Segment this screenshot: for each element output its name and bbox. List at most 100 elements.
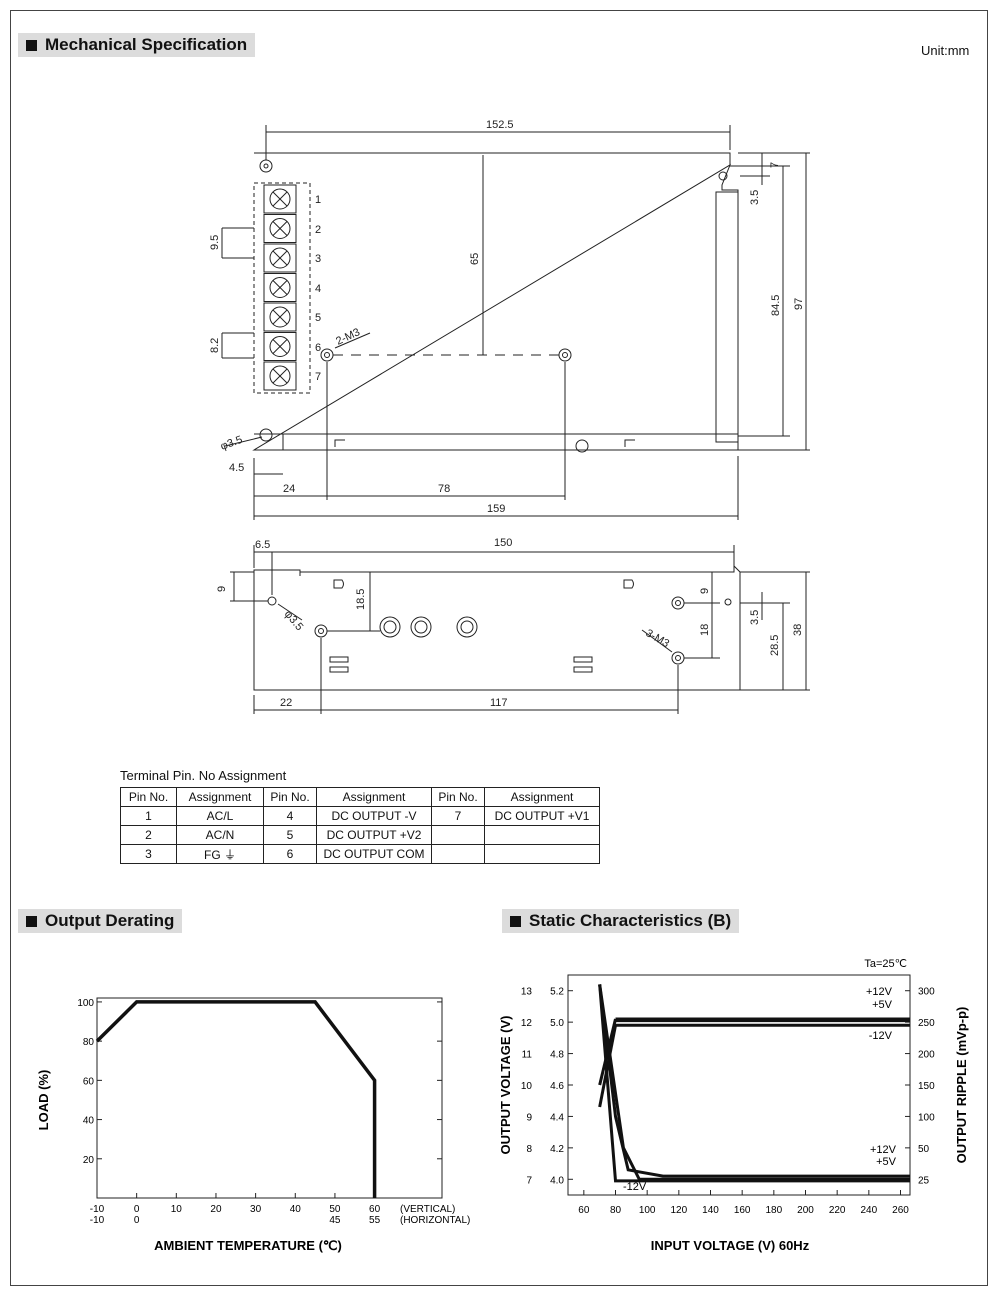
dim-3-5: 3.5 <box>749 190 761 205</box>
y-left-inner-label: 4.2 <box>550 1144 564 1155</box>
y-left-outer-label: 8 <box>526 1144 532 1155</box>
x-tick-label-vertical: -10 <box>90 1204 105 1215</box>
y-tick-label: 60 <box>83 1076 95 1087</box>
y-left-outer-label: 13 <box>521 987 533 998</box>
x-tick-label: 140 <box>702 1205 719 1216</box>
dim-side-3-5: 3.5 <box>749 610 761 625</box>
y-left-outer-label: 9 <box>526 1112 532 1123</box>
table-cell: 5 <box>263 825 317 845</box>
series-label: -12V <box>623 1181 647 1193</box>
terminal-screw-icon <box>269 277 291 298</box>
x-axis-label: AMBIENT TEMPERATURE (℃) <box>154 1238 342 1253</box>
pin-assignment-table: Pin No. Assignment Pin No. Assignment Pi… <box>120 787 600 864</box>
table-header: Assignment <box>316 787 432 807</box>
y-right-label: 150 <box>918 1081 935 1092</box>
dim-side-phi-3-5: φ3.5 <box>282 608 306 633</box>
table-cell: AC/N <box>176 825 264 845</box>
table-header: Pin No. <box>120 787 177 807</box>
screw-slot <box>272 221 288 236</box>
terminal-screw-icon <box>269 336 291 357</box>
table-row: 2 AC/N 5 DC OUTPUT +V2 <box>120 825 600 845</box>
static-curve <box>598 984 910 1183</box>
y-left-outer-label: 10 <box>521 1081 533 1092</box>
table-header: Assignment <box>484 787 600 807</box>
dim-65: 65 <box>469 253 481 265</box>
dim-9-5: 9.5 <box>209 235 221 250</box>
dim-18: 18 <box>699 624 711 636</box>
unit-label: Unit:mm <box>921 43 970 58</box>
plot-frame <box>96 997 443 1199</box>
dim-24: 24 <box>283 483 295 495</box>
dim-22: 22 <box>280 697 292 709</box>
terminal-screw-icon <box>269 306 291 328</box>
screw-slot <box>272 250 288 266</box>
dim-7: 7 <box>769 162 781 168</box>
dim-159: 159 <box>487 503 505 515</box>
y-left-inner-label: 4.4 <box>550 1112 564 1123</box>
y-right-label: 100 <box>918 1112 935 1123</box>
x-tick-label: 220 <box>829 1205 846 1216</box>
x-tick-label-vertical: 40 <box>290 1204 302 1215</box>
terminal-cell <box>263 302 297 332</box>
screw-slot <box>272 368 288 384</box>
y-axis-label: LOAD (%) <box>36 1070 51 1131</box>
x-tick-label-vertical: 60 <box>369 1204 381 1215</box>
dim-97: 97 <box>793 298 805 310</box>
top-view-drawing: 152.5 65 9.5 8.2 2-M3 3.5 7 84.5 97 4.5 … <box>209 119 810 714</box>
page-frame <box>10 10 988 1286</box>
y-left-inner-label: 5.0 <box>550 1018 564 1029</box>
dim-phi-3-5: φ3.5 <box>219 434 244 453</box>
terminal-cell <box>263 243 297 273</box>
label-3-m3: 3-M3 <box>644 627 672 650</box>
dim-150: 150 <box>494 537 512 549</box>
y-left-inner-label: 5.2 <box>550 987 564 998</box>
x-tick-label-horizontal: 55 <box>369 1215 381 1226</box>
pin-1-label: 1 <box>315 194 321 206</box>
plot-frame <box>567 974 911 1196</box>
terminal-screw-icon <box>269 188 291 210</box>
static-title: Static Characteristics (B) <box>529 911 732 930</box>
y-tick-label: 80 <box>83 1037 95 1048</box>
table-cell: DC OUTPUT +V2 <box>316 825 432 845</box>
dim-152-5: 152.5 <box>486 119 514 131</box>
screw-slot <box>272 191 288 207</box>
x-tick-label-vertical: 50 <box>329 1204 341 1215</box>
x-tick-label-horizontal: 45 <box>329 1215 341 1226</box>
table-cell: 4 <box>263 806 317 826</box>
mechanical-spec-header: Mechanical Specification <box>18 33 256 57</box>
x-tick-label: 180 <box>765 1205 782 1216</box>
y-axis-label-left: OUTPUT VOLTAGE (V) <box>498 1016 513 1155</box>
y-left-inner-label: 4.8 <box>550 1050 564 1061</box>
terminal-screw-icon <box>269 247 291 269</box>
pin-3-label: 3 <box>315 253 321 265</box>
table-header-row: Pin No. Assignment Pin No. Assignment Pi… <box>120 787 600 807</box>
pin-7-label: 7 <box>315 371 321 383</box>
header-square-icon <box>510 915 521 927</box>
y-left-outer-label: 11 <box>522 1050 533 1061</box>
y-right-label: 200 <box>918 1050 935 1061</box>
header-square-icon <box>26 39 37 51</box>
dim-28-5: 28.5 <box>769 635 781 656</box>
table-cell: DC OUTPUT -V <box>316 806 432 826</box>
terminal-cell <box>263 273 297 302</box>
derating-header: Output Derating <box>18 909 183 933</box>
dim-18-5: 18.5 <box>355 589 367 610</box>
x-tick-label-vertical: 20 <box>210 1204 222 1215</box>
condition-label: Ta=25℃ <box>864 958 907 970</box>
series-label: +5V <box>872 999 893 1011</box>
derating-title: Output Derating <box>45 911 175 930</box>
table-cell <box>484 844 600 864</box>
x-tick-label-vertical: 0 <box>134 1204 140 1215</box>
table-cell: FG ⏚ <box>176 844 264 864</box>
dim-38: 38 <box>792 624 804 636</box>
x-tick-label: 60 <box>578 1205 590 1216</box>
y-left-inner-label: 4.0 <box>550 1175 564 1186</box>
table-header: Pin No. <box>263 787 317 807</box>
series-label: +12V <box>866 986 893 998</box>
y-right-label: 50 <box>918 1144 930 1155</box>
table-header: Assignment <box>176 787 264 807</box>
header-square-icon <box>26 915 37 927</box>
screw-slot <box>272 280 288 295</box>
table-cell <box>431 825 485 845</box>
